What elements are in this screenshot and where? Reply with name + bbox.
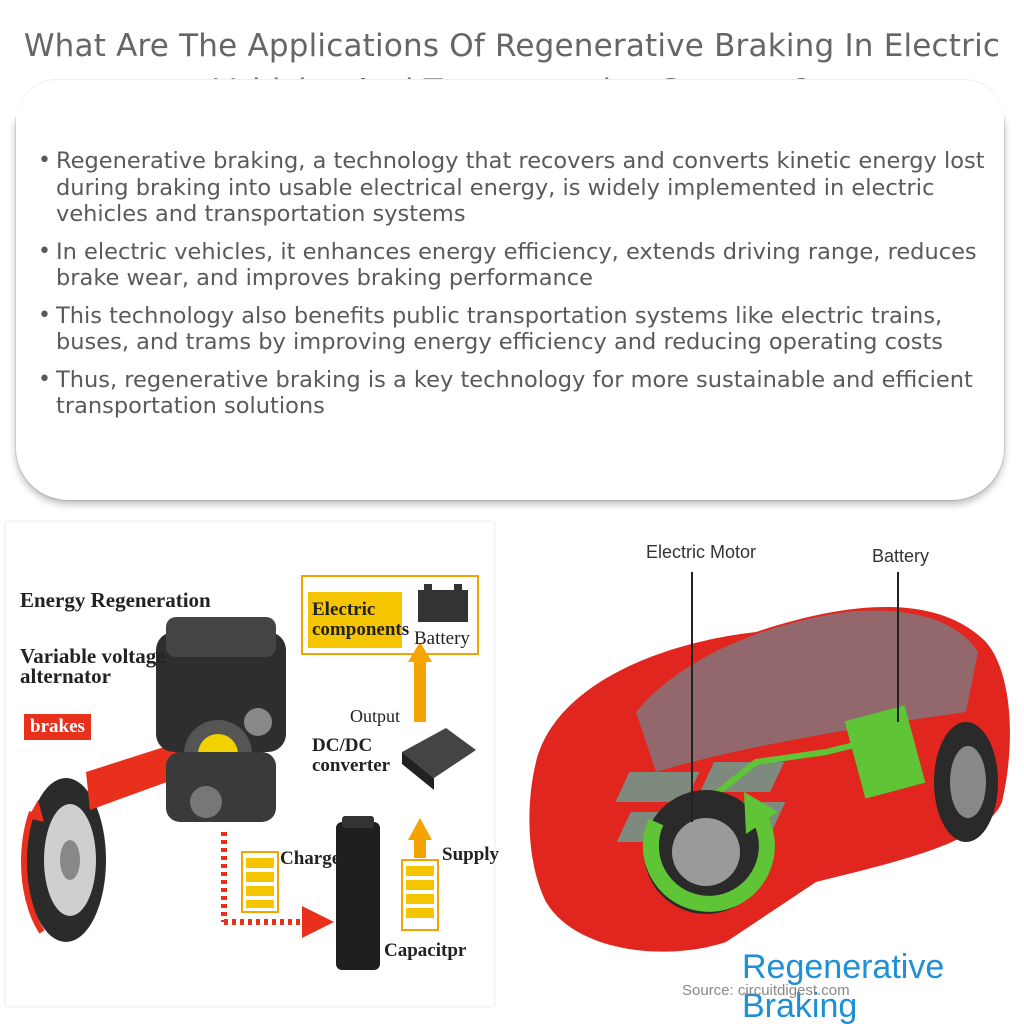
charge-arrow xyxy=(302,906,334,938)
content-card xyxy=(16,118,1004,500)
energy-regeneration-label: Energy Regeneration xyxy=(20,588,211,612)
car-battery xyxy=(844,705,926,799)
battery-label: Battery xyxy=(414,628,470,649)
output-arrow xyxy=(408,642,432,722)
engine-icon xyxy=(156,617,286,822)
supply-arrow xyxy=(408,818,432,858)
list-item: •Thus, regenerative braking is a key tec… xyxy=(38,366,973,420)
electric-components-label: Electric components xyxy=(312,599,410,640)
capacitor-icon xyxy=(336,816,380,970)
capacitor-label: Capacitpr xyxy=(384,940,467,961)
wheel-icon xyxy=(21,778,106,942)
diagram-graphic xyxy=(21,575,479,970)
output-label: Output xyxy=(350,706,401,726)
car-windows xyxy=(636,610,978,772)
list-item: •In electric vehicles, it enhances energ… xyxy=(38,238,977,292)
brakes-label: brakes xyxy=(24,714,91,740)
list-item: •Regenerative braking, a technology that… xyxy=(38,148,985,227)
bullet-list: •Regenerative braking, a technology that… xyxy=(38,148,988,431)
supply-label: Supply xyxy=(442,844,500,865)
battery-label: Battery xyxy=(872,546,930,566)
dcdc-converter-label: DC/DC converter xyxy=(312,735,391,776)
charge-label: Charge xyxy=(280,848,341,869)
power-line xyxy=(704,739,867,805)
regen-arrow xyxy=(642,807,775,912)
bullet-dot: • xyxy=(38,238,51,264)
bullet-dot: • xyxy=(38,148,51,173)
source-credit: Source: circuitdigest.com xyxy=(682,982,850,999)
electric-components-label-bg xyxy=(308,592,402,648)
electric-motor-label: Electric Motor xyxy=(646,542,757,562)
car-caption: Regenerative Braking xyxy=(742,948,945,1025)
car-illustration: Electric Motor Battery Regenerative Brak… xyxy=(516,522,1020,1025)
battery-icon xyxy=(418,584,468,622)
supply-battery-icon xyxy=(401,859,439,931)
list-item: •This technology also benefits public tr… xyxy=(38,302,944,356)
content-card-top xyxy=(16,80,1004,160)
alternator-label: Variable voltage alternator xyxy=(20,644,166,688)
converter-icon xyxy=(402,728,476,790)
energy-regeneration-diagram: Energy Regeneration Variable voltage alt… xyxy=(6,522,499,1006)
charge-icon xyxy=(241,851,279,913)
car-graphic xyxy=(529,572,1010,952)
bullet-dot: • xyxy=(38,302,51,328)
bullet-dot: • xyxy=(38,366,51,392)
